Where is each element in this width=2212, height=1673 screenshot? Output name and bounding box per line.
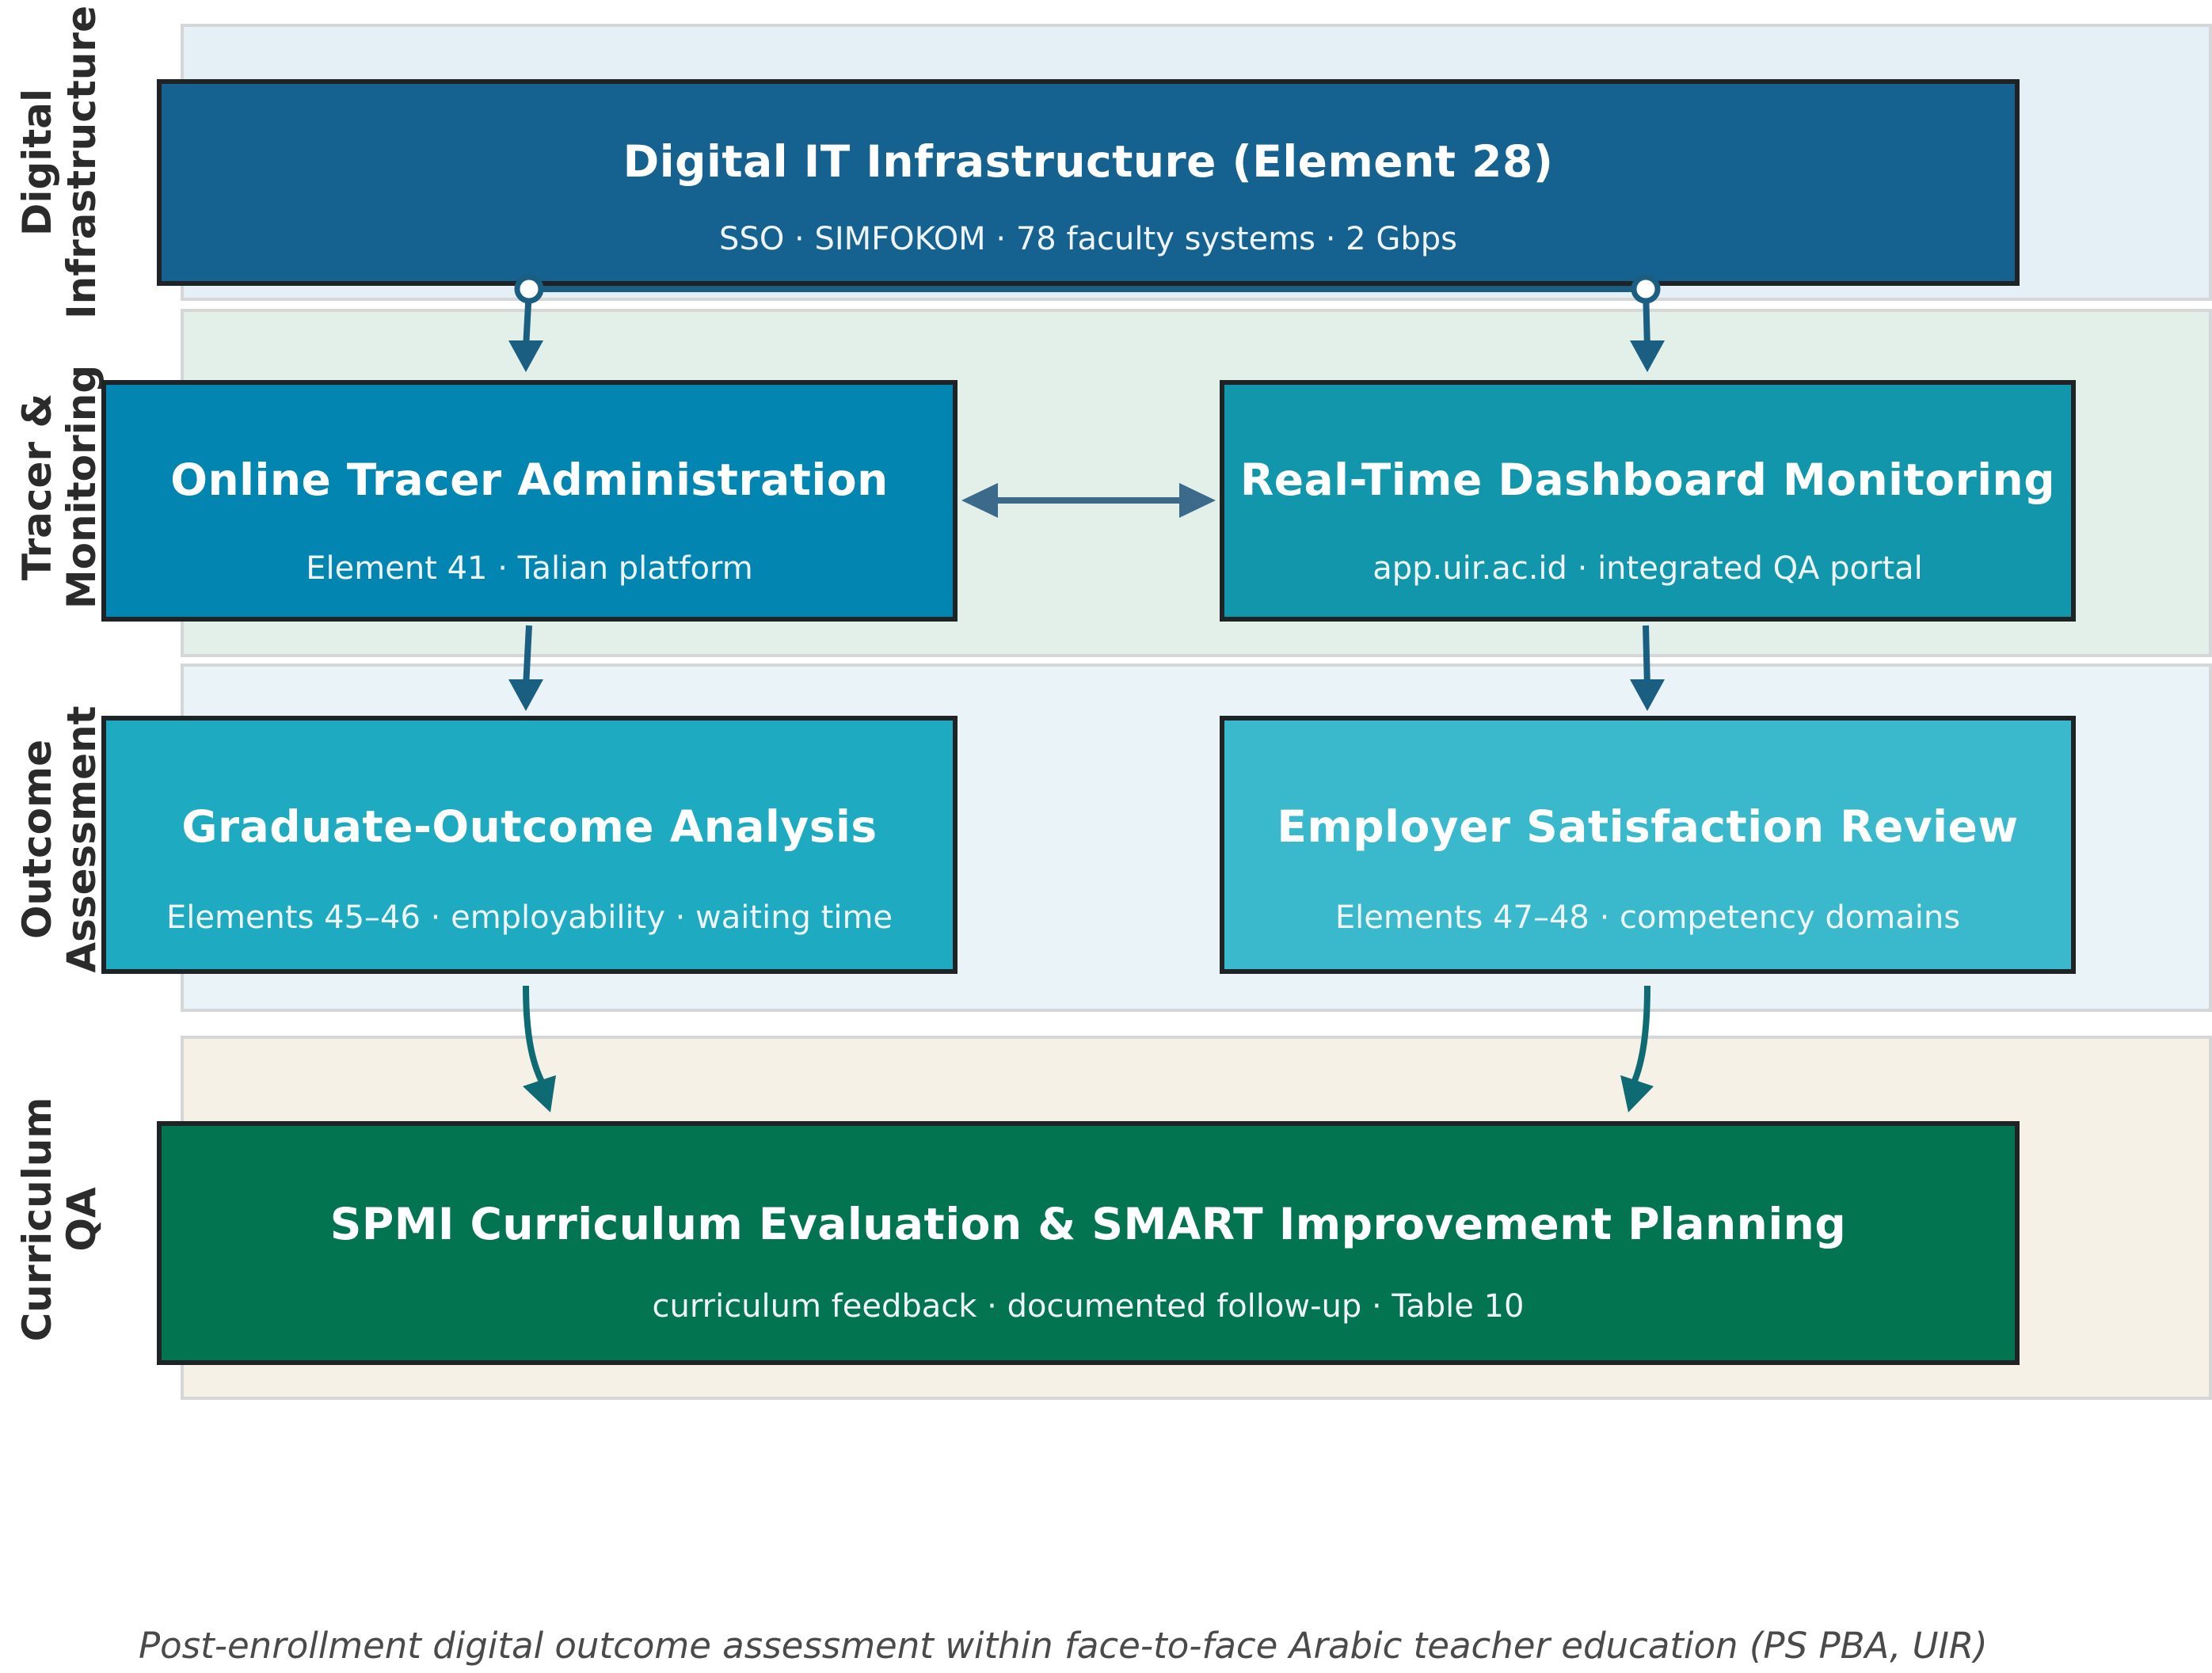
arrow-bidirectional-left-head [961, 483, 998, 518]
tracer-title: Online Tracer Administration [170, 454, 889, 505]
figure-caption: Post-enrollment digital outcome assessme… [139, 1625, 1988, 1667]
graduate-outcome-box: Graduate-Outcome Analysis Elements 45–46… [101, 716, 958, 974]
tracer-administration-box: Online Tracer Administration Element 41 … [101, 380, 958, 622]
infrastructure-subtitle: SSO · SIMFOKOM · 78 faculty systems · 2 … [719, 221, 1457, 257]
employer-title: Employer Satisfaction Review [1277, 801, 2019, 852]
graduate-subtitle: Elements 45–46 · employability · waiting… [166, 899, 893, 936]
arrow-bidirectional-right-head [1179, 483, 1216, 518]
spmi-title: SPMI Curriculum Evaluation & SMART Impro… [329, 1199, 1847, 1249]
infrastructure-box: Digital IT Infrastructure (Element 28) S… [157, 79, 2020, 286]
arrow-graduate-to-spmi-head [523, 1075, 556, 1112]
graduate-title: Graduate-Outcome Analysis [181, 801, 878, 852]
arrow-dashboard-to-employer [1643, 625, 1650, 688]
connector-node-left [514, 274, 544, 304]
employer-subtitle: Elements 47–48 · competency domains [1334, 899, 1961, 936]
arrow-infra-to-dashboard-head [1630, 340, 1665, 372]
arrow-infra-to-tracer-head [508, 340, 543, 372]
arrow-employer-to-spmi-head [1620, 1075, 1654, 1112]
arrow-graduate-to-spmi [523, 985, 546, 1086]
arrow-tracer-to-graduate [523, 625, 532, 688]
infrastructure-title: Digital IT Infrastructure (Element 28) [622, 136, 1554, 187]
employer-satisfaction-box: Employer Satisfaction Review Elements 47… [1220, 716, 2076, 974]
spmi-subtitle: curriculum feedback · documented follow-… [652, 1288, 1525, 1325]
dashboard-monitoring-box: Real-Time Dashboard Monitoring app.uir.a… [1220, 380, 2076, 622]
arrow-employer-to-spmi [1630, 985, 1650, 1086]
connector-node-right [1631, 274, 1661, 304]
spmi-curriculum-box: SPMI Curriculum Evaluation & SMART Impro… [157, 1121, 2020, 1365]
tracer-subtitle: Element 41 · Talian platform [306, 550, 753, 587]
arrow-tracer-to-graduate-head [508, 679, 543, 711]
dashboard-title: Real-Time Dashboard Monitoring [1239, 454, 2056, 505]
dashboard-subtitle: app.uir.ac.id · integrated QA portal [1373, 550, 1923, 587]
arrow-dashboard-to-employer-head [1630, 679, 1665, 711]
